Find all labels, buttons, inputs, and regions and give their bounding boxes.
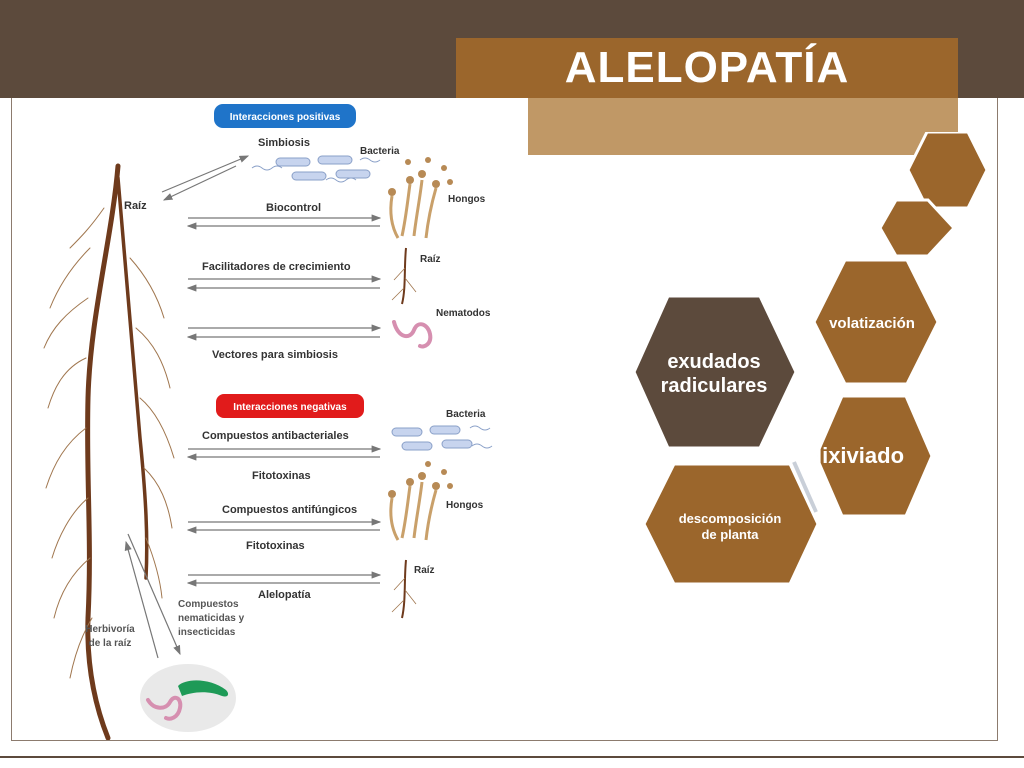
title-box: ALELOPATÍA [456, 38, 958, 98]
hongos-label-2: Hongos [446, 500, 484, 511]
raiz-label-1: Raíz [420, 254, 441, 265]
negative-interactions-label: Interacciones negativas [233, 402, 347, 413]
facilitadores-label: Facilitadores de crecimiento [202, 261, 351, 273]
fungi-illustration-2 [388, 461, 453, 541]
frame-right-border [997, 98, 998, 741]
hex-descomposicion-line-1: descomposición [679, 511, 782, 526]
small-root-illustration-1 [391, 247, 417, 305]
compuestos-line-2: nematicidas y [178, 613, 245, 624]
page-title: ALELOPATÍA [564, 43, 850, 92]
frame-bottom-outer [0, 756, 1024, 758]
herbivoria-arrow [124, 540, 159, 659]
hex-lixiviado [814, 394, 934, 518]
biocontrol-label: Biocontrol [266, 202, 321, 214]
compuestos-line-3: insecticidas [178, 627, 236, 638]
hex-descomposicion-line-2: de planta [701, 527, 759, 542]
fungi-illustration-1 [388, 157, 453, 239]
hex-descomposicion [642, 462, 820, 586]
hex-exudados-line-2: radiculares [661, 375, 768, 397]
hex-lixiviado-shadow [792, 461, 818, 513]
antibacteriales-label: Compuestos antibacteriales [202, 430, 349, 442]
hex-volatizacion-label: volatización [829, 315, 915, 332]
frame-bottom-border [11, 740, 998, 741]
fitotoxinas-label-2: Fitotoxinas [246, 540, 305, 552]
negative-interactions-pill [216, 394, 364, 418]
root-label: Raíz [124, 200, 147, 212]
decorative-hex-large [906, 132, 989, 210]
bacteria-illustration-2 [391, 425, 493, 451]
simbiosis-arrow-out [161, 155, 250, 193]
root-drawing [43, 163, 175, 740]
simbiosis-label: Simbiosis [258, 137, 310, 149]
raiz-label-2: Raíz [414, 565, 435, 576]
hongos-label-1: Hongos [448, 194, 486, 205]
allelopathy-diagram: Raíz Interacciones positivas Simbiosis B… [43, 104, 493, 740]
decorative-hex-small [878, 198, 957, 258]
bacteria-label-1: Bacteria [360, 146, 400, 157]
hex-volatizacion [812, 258, 940, 386]
simbiosis-arrow-in [162, 165, 237, 201]
frame-left-border [11, 98, 12, 741]
herbivoria-line-1: Herbivoría [85, 624, 135, 635]
nematodos-label: Nematodos [436, 308, 491, 319]
positive-interactions-pill [214, 104, 356, 128]
bacteria-label-2: Bacteria [446, 409, 486, 420]
small-root-illustration-2 [391, 559, 417, 619]
compuestos-arrow [127, 533, 181, 656]
title-accent-band [528, 98, 958, 155]
bacteria-illustration-1 [251, 155, 381, 183]
herbivoria-line-2: de la raíz [89, 638, 132, 649]
alelopatia-label: Alelopatía [258, 589, 311, 601]
vectores-label: Vectores para simbiosis [212, 349, 338, 361]
hex-exudados-line-1: exudados [667, 351, 760, 373]
positive-interactions-label: Interacciones positivas [230, 112, 341, 123]
hex-lixiviado-label: lixiviado [816, 443, 904, 468]
fitotoxinas-label-1: Fitotoxinas [252, 470, 311, 482]
hex-exudados [632, 294, 798, 450]
nematode-illustration [392, 320, 433, 349]
herbivore-illustration [140, 664, 236, 732]
hexagon-cluster: volatización exudados radiculares lixivi… [632, 132, 989, 586]
compuestos-line-1: Compuestos [178, 599, 239, 610]
antifungicos-label: Compuestos antifúngicos [222, 504, 357, 516]
